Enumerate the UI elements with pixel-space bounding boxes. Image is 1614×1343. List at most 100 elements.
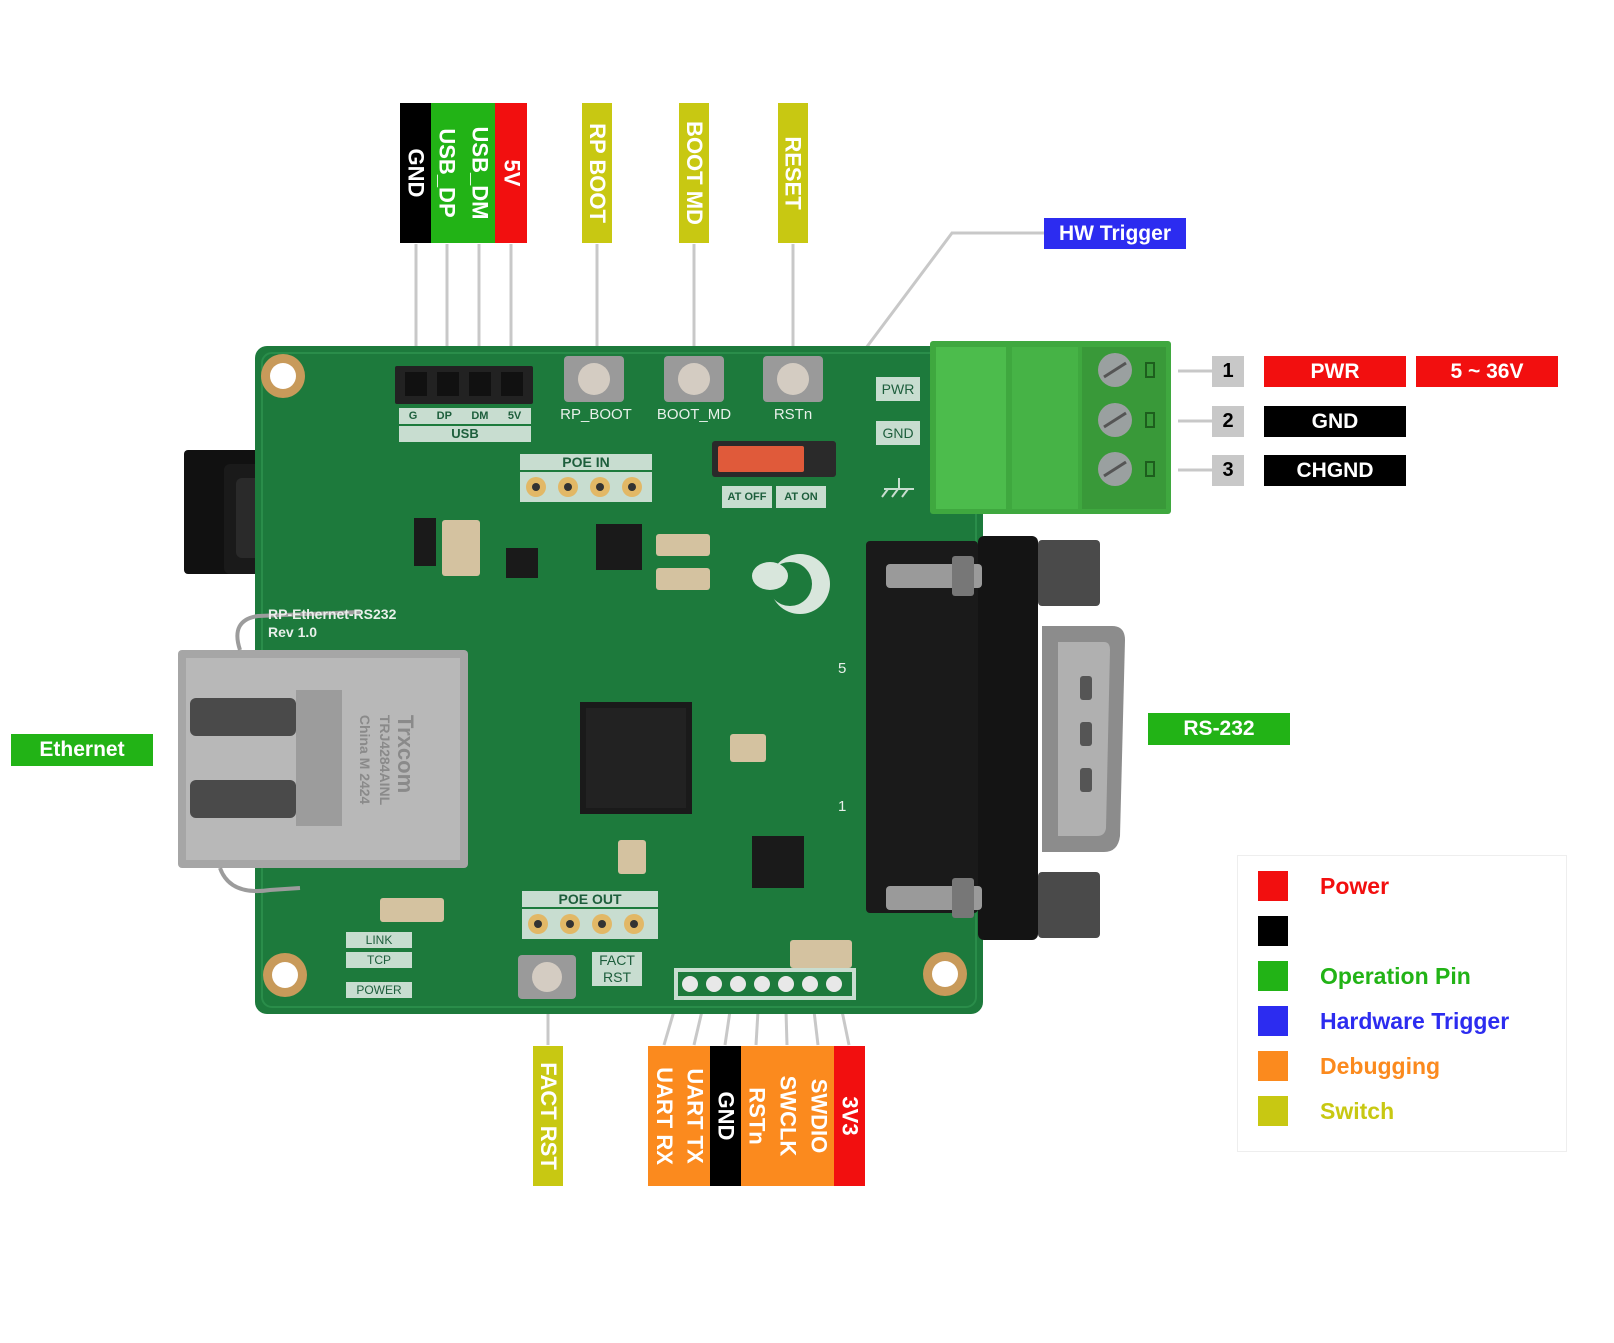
label-ethernet: Ethernet [11, 734, 153, 766]
legend-item-switch: Switch [1258, 1095, 1394, 1127]
tactile-buttons [518, 356, 823, 999]
label-gnd-top-text: GND [403, 148, 429, 198]
chassis-ground-symbol [881, 478, 914, 498]
terminal-pin-2-number: 2 [1212, 406, 1244, 437]
label-reset: RESET [778, 103, 808, 243]
leader-hw-trigger [864, 231, 1044, 349]
usb-silk: USB [451, 426, 479, 441]
leader-lines [414, 231, 1212, 1046]
poe-out-header [522, 891, 658, 939]
db9-pin5-silk: 5 [838, 660, 847, 677]
label-uart-rx: UART RX [648, 1046, 679, 1186]
leader-gnd-bottom [723, 1010, 732, 1046]
label-fact-rst-text: FACT RST [536, 1062, 561, 1170]
label-swdio: SWDIO [803, 1046, 834, 1186]
label-usb-dm-text: USB_DM [467, 126, 492, 220]
label-rp-boot: RP BOOT [582, 103, 612, 243]
led-silk-link: LINK [365, 933, 393, 947]
legend-text-power: Power [1320, 872, 1390, 899]
main-ic [580, 702, 692, 814]
gnd-silk: GND [882, 425, 914, 441]
boot-md-silk: BOOT_MD [656, 406, 732, 423]
legend-text-debugging: Debugging [1320, 1052, 1441, 1079]
label-rstn-text: RSTn [744, 1087, 770, 1145]
label-uart-tx-text: UART TX [682, 1068, 708, 1164]
leader-swclk [784, 1010, 789, 1046]
legend-swatch-debugging [1258, 1051, 1288, 1081]
board-name-silk: RP-Ethernet-RS232 [268, 606, 397, 622]
legend-text-hardware-trigger: Hardware Trigger [1320, 1007, 1510, 1034]
legend-swatch-ground [1258, 916, 1288, 946]
legend-text-operation-pin: Operation Pin [1320, 962, 1471, 989]
legend-item-ground [1258, 915, 1320, 947]
label-5v-text: 5V [498, 159, 524, 187]
db9-connector [866, 536, 1125, 940]
legend-swatch-hardware-trigger [1258, 1006, 1288, 1036]
terminal-pin-3-label: CHGND [1264, 455, 1406, 486]
leader-uart-rx [662, 1010, 676, 1046]
fact-rst-silk-line1: FACT [599, 952, 635, 968]
legend-item-debugging: Debugging [1258, 1050, 1440, 1082]
usb-pins-silk: G DP DM 5V [399, 408, 531, 424]
leader-swdio [812, 1010, 820, 1046]
label-3v3: 3V3 [834, 1046, 865, 1186]
label-uart-tx: UART TX [679, 1046, 710, 1186]
legend-item-hardware-trigger: Hardware Trigger [1258, 1005, 1509, 1037]
board-logo [752, 554, 830, 614]
terminal-pin-1-voltage: 5 ~ 36V [1416, 356, 1558, 387]
legend-swatch-operation-pin [1258, 961, 1288, 991]
label-reset-text: RESET [781, 136, 807, 210]
terminal-pin-2-label: GND [1264, 406, 1406, 437]
usb-pin-silk-g: G [408, 410, 418, 422]
db9-pin1-silk: 1 [838, 798, 847, 815]
label-swclk: SWCLK [772, 1046, 803, 1186]
pwr-silk: PWR [881, 381, 915, 397]
label-5v: 5V [495, 103, 527, 243]
usb-pin-silk-dm: DM [471, 410, 489, 422]
poe-out-silk: POE OUT [558, 891, 622, 907]
fact-rst-silk: FACT RST [592, 952, 642, 986]
label-gnd-bottom-text: GND [713, 1091, 739, 1141]
rj45-jack [178, 610, 468, 893]
leader-uart-tx [692, 1010, 704, 1046]
rstn-silk: RSTn [773, 406, 813, 423]
rj45-origin: China M 2424 [356, 714, 373, 805]
at-switch [712, 441, 836, 508]
rj45-brand: Trxcom [392, 714, 418, 794]
legend: Power Operation Pin Hardware Trigger Deb… [1237, 855, 1567, 1152]
legend-swatch-power [1258, 871, 1288, 901]
at-off-silk: AT OFF [727, 491, 767, 503]
label-gnd-bottom: GND [710, 1046, 741, 1186]
label-hw-trigger: HW Trigger [1044, 218, 1186, 249]
label-usb-dm: USB_DM [463, 103, 495, 243]
label-fact-rst: FACT RST [533, 1046, 563, 1186]
legend-swatch-switch [1258, 1096, 1288, 1126]
board-revision-silk: Rev 1.0 [268, 624, 318, 640]
label-boot-md: BOOT MD [679, 103, 709, 243]
rp-boot-silk: RP_BOOT [560, 406, 632, 423]
label-uart-rx-text: UART RX [651, 1067, 677, 1165]
passives [380, 520, 852, 968]
leader-3v3 [840, 1010, 851, 1046]
label-rp-boot-text: RP BOOT [585, 123, 611, 223]
label-swdio-text: SWDIO [806, 1078, 832, 1154]
mounting-holes [261, 354, 967, 997]
label-usb-dp-text: USB_DP [435, 128, 460, 218]
led-silk-power: POWER [356, 983, 402, 997]
usb-header [395, 366, 533, 442]
legend-item-power: Power [1258, 870, 1389, 902]
label-rs232: RS-232 [1148, 713, 1290, 745]
poe-in-silk: POE IN [562, 454, 610, 470]
poe-in-header [520, 454, 652, 502]
legend-item-operation-pin: Operation Pin [1258, 960, 1471, 992]
debug-header [674, 968, 856, 1000]
terminal-pin-1-label: PWR [1264, 356, 1406, 387]
legend-text-switch: Switch [1320, 1097, 1395, 1124]
terminal-block [930, 341, 1171, 514]
rj45-markings: Trxcom TRJ4284AINL China M 2424 [310, 690, 460, 830]
label-swclk-text: SWCLK [775, 1075, 801, 1157]
label-3v3-text: 3V3 [837, 1096, 863, 1136]
usb-pin-silk-dp: DP [436, 410, 452, 422]
at-on-silk: AT ON [784, 491, 818, 503]
